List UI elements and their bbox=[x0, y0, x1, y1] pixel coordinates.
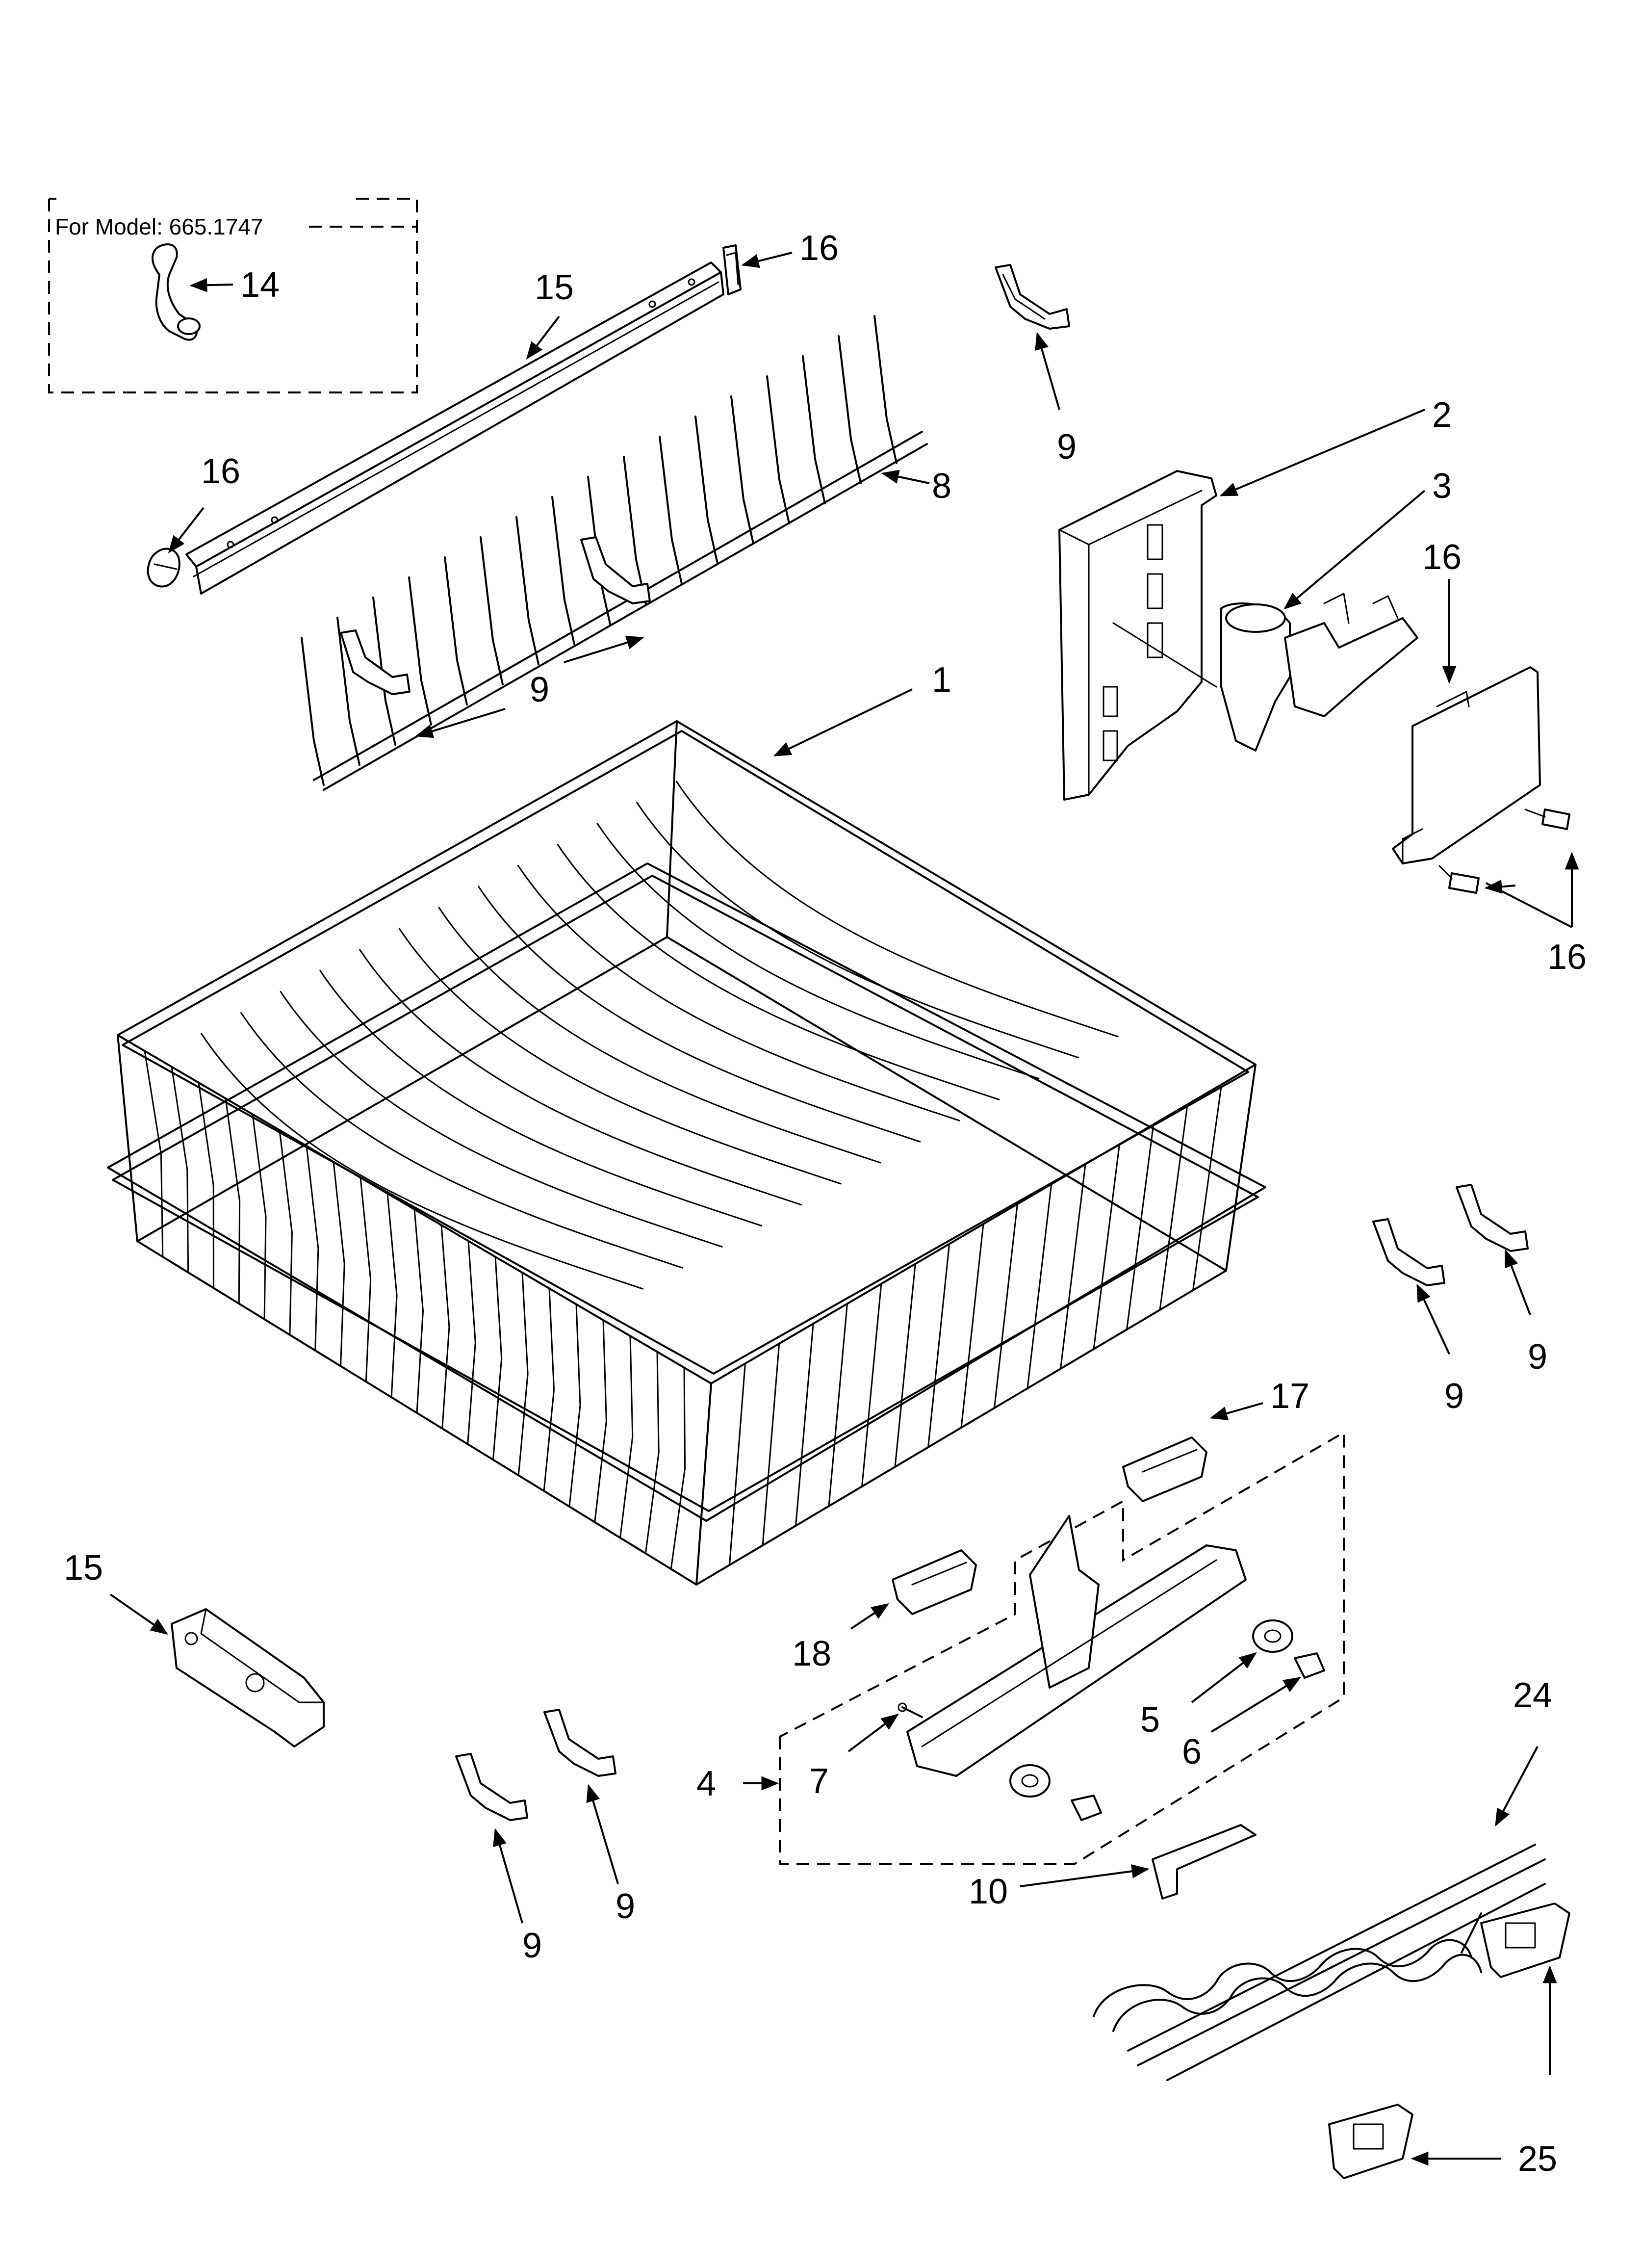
callout-25: 25 bbox=[1518, 2139, 1557, 2179]
part-9-clip-tine-right bbox=[581, 537, 650, 603]
model-box-label: For Model: 665.1747 bbox=[55, 214, 263, 239]
callout-5: 5 bbox=[1140, 1700, 1160, 1740]
part-15-screw-upper bbox=[1525, 809, 1569, 829]
callout-9-bottom-mid: 9 bbox=[616, 1887, 635, 1926]
callout-1: 1 bbox=[932, 660, 951, 700]
part-15-screw-lower bbox=[1439, 866, 1479, 893]
callout-24: 24 bbox=[1513, 1676, 1552, 1715]
callout-9-right-a: 9 bbox=[1444, 1377, 1464, 1416]
part-16-slide-lower bbox=[893, 1550, 976, 1614]
callout-18: 15 bbox=[535, 268, 574, 307]
part-12-bracket bbox=[172, 1609, 324, 1747]
callout-19: 16 bbox=[799, 229, 839, 268]
callout-16-lower: 18 bbox=[792, 1634, 831, 1673]
part-4-assembly bbox=[780, 1433, 1344, 1864]
part-18-rail bbox=[186, 262, 723, 594]
callout-9-bottom-left: 9 bbox=[522, 1926, 542, 1965]
callout-9-top: 9 bbox=[1057, 427, 1077, 467]
callout-10: 10 bbox=[969, 1872, 1008, 1911]
part-2-housing bbox=[1059, 471, 1216, 800]
callout-3: 3 bbox=[1432, 467, 1452, 506]
part-9-clip-top bbox=[996, 265, 1069, 329]
callout-17: 14 bbox=[240, 265, 280, 305]
part-9-clip-bottom-left bbox=[456, 1754, 527, 1820]
part-19-endcap bbox=[723, 245, 741, 294]
callout-7: 7 bbox=[809, 1762, 829, 1801]
part-9-clip-right-a bbox=[1373, 1219, 1444, 1285]
part-16-slide-upper bbox=[1123, 1437, 1206, 1501]
part-14-cover bbox=[1393, 667, 1540, 863]
part-9-clip-right-b bbox=[1457, 1185, 1528, 1251]
callout-20: 16 bbox=[201, 452, 240, 491]
part-9-clip-tine-left bbox=[341, 630, 410, 694]
part-1-rack bbox=[108, 721, 1265, 1585]
callout-8: 8 bbox=[932, 467, 951, 506]
part-6-axle-upper bbox=[1295, 1653, 1324, 1678]
part-25-clip-right bbox=[1481, 1903, 1569, 1977]
part-7-pin bbox=[898, 1703, 922, 1717]
part-5-wheel-lower bbox=[1010, 1765, 1050, 1797]
part-8-tine-row bbox=[302, 316, 927, 790]
leader-lines bbox=[110, 253, 1572, 2159]
callout-6: 6 bbox=[1182, 1732, 1202, 1772]
callout-9-right-b: 9 bbox=[1528, 1337, 1547, 1377]
part-6-axle-lower bbox=[1072, 1796, 1101, 1820]
callout-12: 15 bbox=[64, 1548, 103, 1588]
callout-14: 16 bbox=[1422, 538, 1462, 577]
callout-16-upper: 17 bbox=[1270, 1377, 1309, 1416]
part-3-adjuster bbox=[1221, 594, 1417, 751]
part-17-clip bbox=[153, 244, 200, 340]
part-9-clip-bottom-mid bbox=[544, 1710, 616, 1776]
callout-2: 2 bbox=[1432, 395, 1452, 435]
callout-4: 4 bbox=[696, 1764, 716, 1803]
model-box: For Model: 665.1747 bbox=[49, 199, 417, 392]
part-25-clip-left bbox=[1329, 2105, 1412, 2178]
callout-9-tine: 9 bbox=[530, 670, 549, 709]
callout-15: 16 bbox=[1547, 938, 1587, 977]
part-5-wheel-upper bbox=[1253, 1620, 1292, 1652]
part-20-cap bbox=[148, 549, 180, 587]
part-10-clip bbox=[1153, 1825, 1256, 1899]
